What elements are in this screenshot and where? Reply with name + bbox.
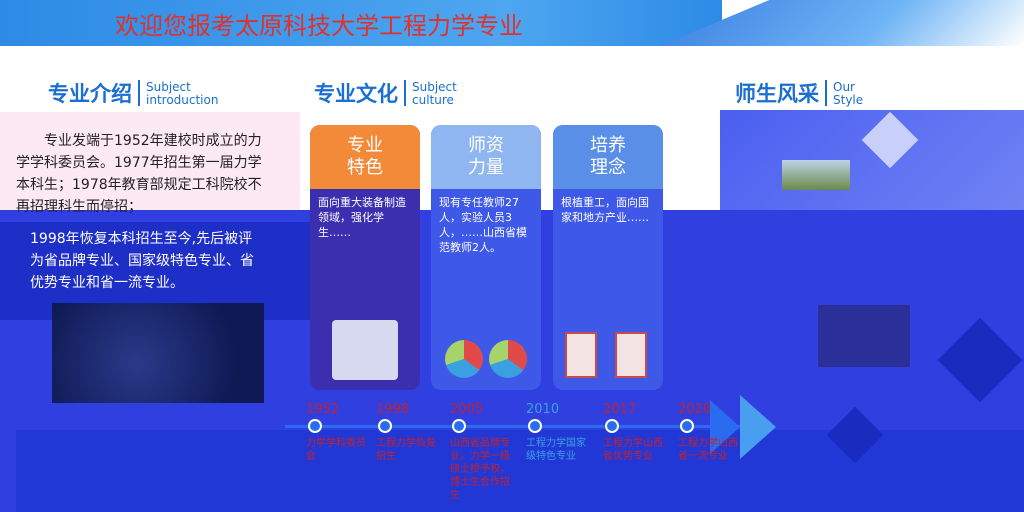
timeline-dot [680, 419, 694, 433]
section-title: 专业介绍 [48, 82, 132, 106]
timeline-year: 2017 [603, 402, 637, 417]
timeline-desc: 工程力学国家级特色专业 [526, 438, 586, 462]
timeline-dot [378, 419, 392, 433]
timeline-arrow [710, 400, 740, 454]
card-body: 面向重大装备制造领域，强化学生…… [318, 196, 406, 239]
timeline-item: 1952 力学学科委员会 [306, 402, 386, 463]
timeline-dot [308, 419, 322, 433]
card-header: 培养理念 [553, 125, 663, 189]
timeline-desc: 力学学科委员会 [306, 438, 366, 462]
timeline-desc: 山西省品牌专业，力学一级硕士授予权，博士生合作招生 [450, 438, 510, 501]
pie-chart-image [489, 340, 527, 378]
activity-photo [818, 305, 910, 367]
timeline-item: 2005 山西省品牌专业，力学一级硕士授予权，博士生合作招生 [450, 402, 530, 502]
certificate-image [565, 332, 597, 378]
intro-paragraph: 1998年恢复本科招生至今,先后被评为省品牌专业、国家级特色专业、省优势专业和省… [30, 231, 254, 291]
divider [404, 80, 406, 106]
timeline-item: 1998 工程力学恢复招生 [376, 402, 456, 463]
timeline-desc: 工程力学山西省一流专业 [678, 438, 738, 462]
title-bar: 欢迎您报考太原科技大学工程力学专业 [0, 0, 722, 46]
timeline-item: 2017 工程力学山西省优势专业 [603, 402, 683, 463]
card-title: 专业特色 [347, 135, 383, 178]
timeline-year: 2010 [526, 402, 560, 417]
timeline-line [285, 425, 765, 428]
intro-paragraph: 专业发端于1952年建校时成立的力学学科委员会。1977年招生第一届力学本科生；… [16, 133, 262, 215]
timeline-desc: 工程力学山西省优势专业 [603, 438, 663, 462]
timeline-dot [528, 419, 542, 433]
intro-background [0, 112, 300, 212]
chart-image [332, 320, 398, 380]
divider [825, 80, 827, 106]
timeline-year: 2005 [450, 402, 484, 417]
pie-chart-image [445, 340, 483, 378]
divider [138, 80, 140, 106]
card-teacher: 师资力量 现有专任教师27人，实验人员3人，……山西省模范教师2人。 [431, 125, 541, 390]
timeline-year: 1998 [376, 402, 410, 417]
intro-photo [52, 303, 264, 403]
timeline-arrow [740, 395, 776, 459]
card-body: 现有专任教师27人，实验人员3人，……山西省模范教师2人。 [439, 196, 527, 254]
section-title: 师生风采 [735, 82, 819, 106]
card-body: 根植重工，面向国家和地方产业…… [561, 196, 649, 224]
group-photo [782, 160, 850, 190]
timeline-year: 2020 [678, 402, 712, 417]
timeline-item: 2010 工程力学国家级特色专业 [526, 402, 606, 463]
timeline-dot [605, 419, 619, 433]
card-title: 师资力量 [468, 135, 504, 178]
card-header: 师资力量 [431, 125, 541, 189]
certificate-image [615, 332, 647, 378]
timeline-item: 2020 工程力学山西省一流专业 [678, 402, 758, 463]
timeline-year: 1952 [306, 402, 340, 417]
timeline-desc: 工程力学恢复招生 [376, 438, 436, 462]
card-title: 培养理念 [590, 135, 626, 178]
card-feature: 专业特色 面向重大装备制造领域，强化学生…… [310, 125, 420, 390]
card-header: 专业特色 [310, 125, 420, 189]
section-title: 专业文化 [314, 82, 398, 106]
page-title: 欢迎您报考太原科技大学工程力学专业 [115, 12, 523, 40]
card-train: 培养理念 根植重工，面向国家和地方产业…… [553, 125, 663, 390]
timeline-dot [452, 419, 466, 433]
